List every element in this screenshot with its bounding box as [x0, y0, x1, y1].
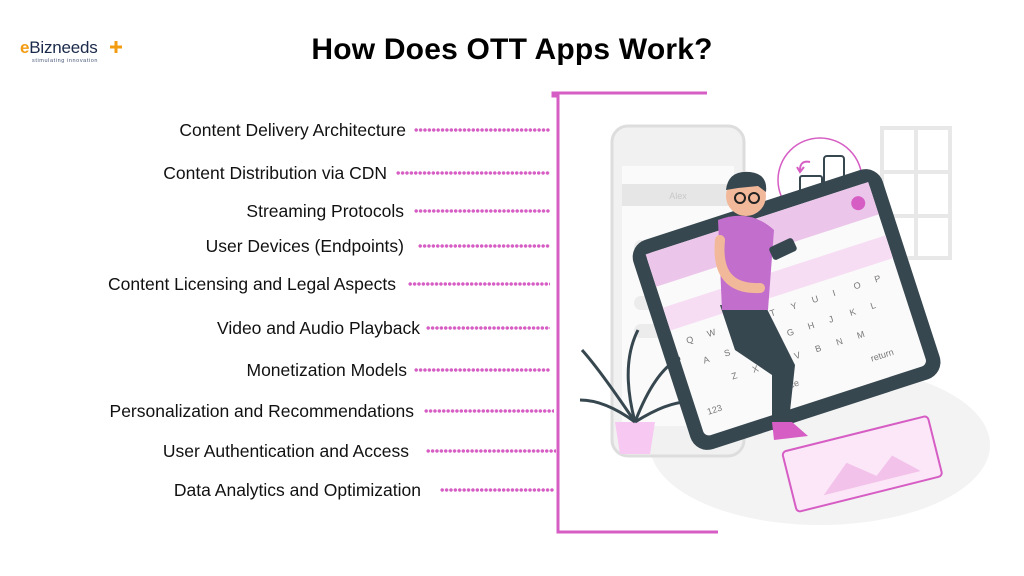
list-item: User Authentication and Access: [0, 437, 560, 465]
list-item: User Devices (Endpoints): [0, 232, 560, 260]
svg-text:N: N: [835, 336, 844, 348]
svg-text:M: M: [856, 329, 866, 341]
svg-text:W: W: [706, 327, 718, 339]
dotted-leader: [424, 409, 554, 413]
tablet-on-floor: [781, 415, 943, 513]
logo-plus-icon: [110, 41, 122, 53]
dotted-leader: [426, 326, 550, 330]
svg-text:Q: Q: [685, 334, 695, 346]
item-label: Content Licensing and Legal Aspects: [108, 274, 396, 294]
svg-text:G: G: [785, 327, 795, 339]
logo-brand-text: Bizneeds: [29, 38, 98, 57]
item-label: Content Delivery Architecture: [179, 120, 406, 140]
logo-tagline: stimulating innovation: [32, 58, 99, 64]
item-label: User Devices (Endpoints): [205, 236, 404, 256]
item-label: Content Distribution via CDN: [163, 163, 387, 183]
dotted-leader: [426, 449, 556, 453]
svg-text:A: A: [702, 354, 711, 365]
svg-text:H: H: [806, 320, 815, 332]
svg-text:B: B: [814, 343, 823, 354]
list-item: Streaming Protocols: [0, 197, 560, 225]
page-title: How Does OTT Apps Work?: [311, 33, 713, 66]
svg-text:S: S: [723, 347, 732, 358]
steps-list: Content Delivery Architecture Content Di…: [0, 116, 560, 504]
logo-letter-e: e: [20, 38, 30, 57]
list-item: Monetization Models: [0, 356, 560, 384]
list-item: Data Analytics and Optimization: [0, 476, 560, 504]
item-label: User Authentication and Access: [162, 441, 409, 461]
svg-text:P: P: [873, 273, 882, 284]
svg-text:Y: Y: [789, 300, 798, 311]
logo-wordmark: eBizneeds: [20, 38, 98, 58]
svg-text:O: O: [852, 280, 862, 292]
person-figure: [714, 171, 808, 440]
svg-text:K: K: [848, 307, 857, 318]
svg-text:J: J: [827, 314, 834, 325]
item-label: Streaming Protocols: [246, 201, 404, 221]
item-label: Monetization Models: [246, 360, 408, 380]
plant-icon: [579, 329, 693, 454]
list-item: Content Licensing and Legal Aspects: [0, 270, 560, 298]
item-label: Data Analytics and Optimization: [173, 480, 421, 500]
list-item: Video and Audio Playback: [0, 314, 560, 342]
dotted-leader: [396, 171, 550, 175]
list-item: Content Distribution via CDN: [0, 159, 560, 187]
svg-text:Z: Z: [730, 370, 739, 381]
dotted-leader: [418, 244, 550, 248]
svg-text:I: I: [831, 288, 836, 298]
dotted-leader: [440, 488, 554, 492]
item-label: Video and Audio Playback: [216, 318, 420, 338]
dotted-leader: [414, 209, 550, 213]
brand-logo: eBizneeds stimulating innovation: [20, 38, 130, 68]
ott-illustration: Alex Q W E R T Y U I: [579, 124, 990, 525]
dotted-leader: [408, 282, 550, 286]
dotted-leader: [414, 368, 550, 372]
svg-text:X: X: [751, 363, 760, 374]
svg-text:U: U: [810, 293, 819, 305]
dotted-leader: [414, 128, 550, 132]
svg-text:L: L: [869, 300, 877, 311]
list-item: Personalization and Recommendations: [0, 397, 560, 425]
svg-text:123: 123: [706, 403, 723, 417]
list-item: Content Delivery Architecture: [0, 116, 560, 144]
svg-text:T: T: [769, 307, 778, 318]
item-label: Personalization and Recommendations: [109, 401, 414, 421]
chat-header-name: Alex: [669, 191, 687, 201]
svg-text:V: V: [793, 350, 802, 361]
